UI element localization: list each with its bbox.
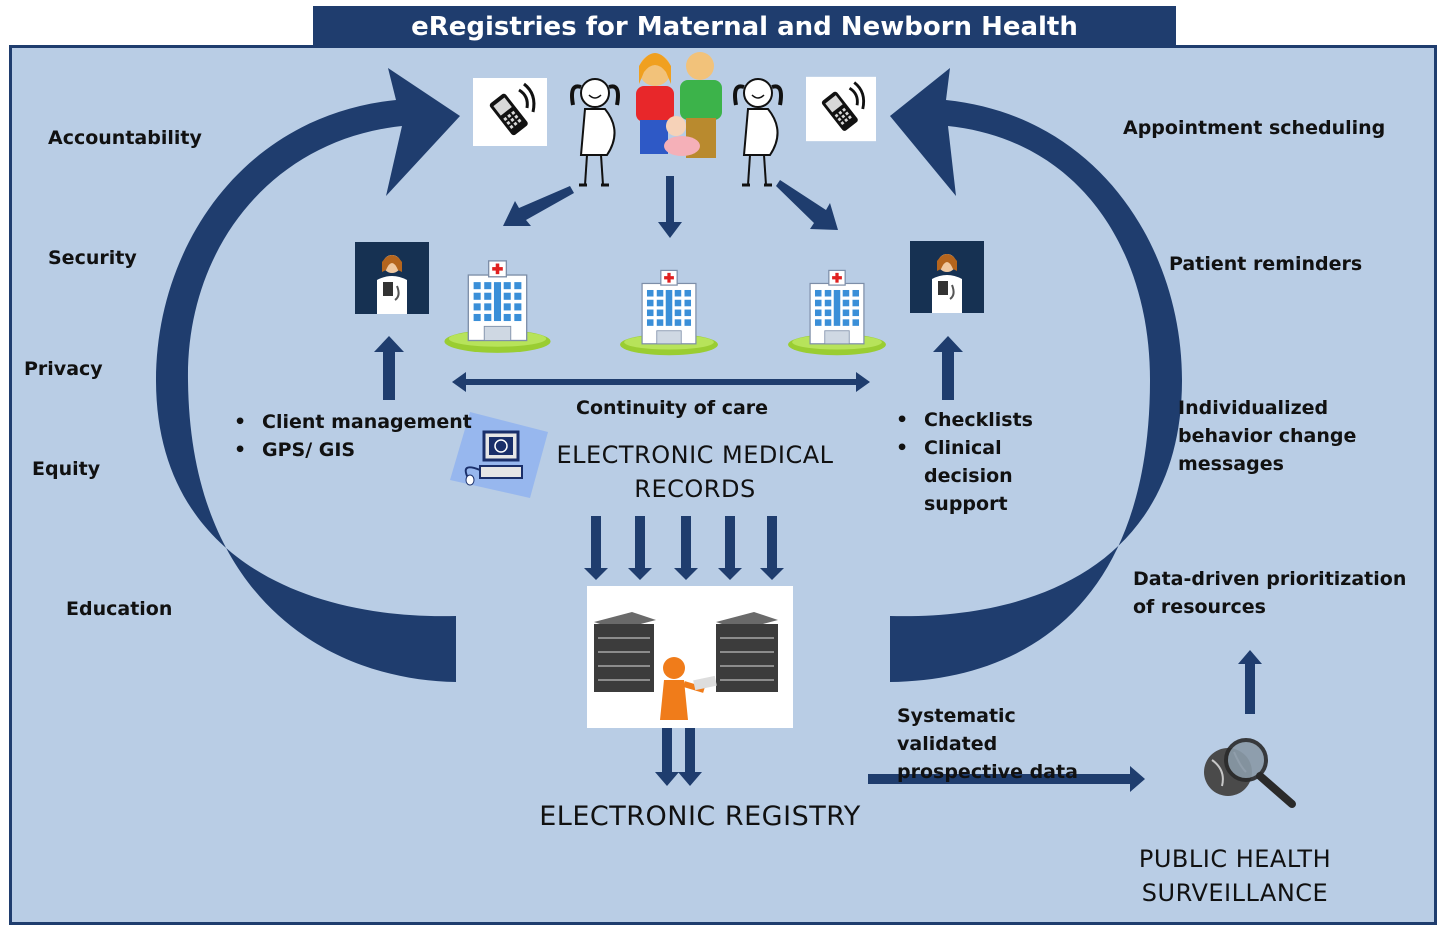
registry-label: ELECTRONIC REGISTRY bbox=[539, 801, 861, 832]
principle-accountability: Accountability bbox=[48, 127, 202, 149]
emr-left-bullets: Client management GPS/ GIS bbox=[234, 408, 472, 464]
emr-label: ELECTRONIC MEDICAL RECORDS bbox=[556, 441, 834, 503]
pregnant-woman-icon bbox=[570, 77, 620, 187]
principle-privacy: Privacy bbox=[24, 358, 103, 380]
server-room-icon bbox=[587, 586, 793, 728]
continuity-of-care-label: Continuity of care bbox=[576, 397, 769, 419]
principle-equity: Equity bbox=[32, 458, 101, 480]
bullet-client-management: Client management bbox=[234, 408, 472, 436]
bullet-checklists: Checklists bbox=[896, 406, 1096, 434]
server-rack-icon bbox=[594, 612, 656, 692]
mobile-phone-icon bbox=[473, 78, 547, 146]
family-icon bbox=[636, 52, 722, 158]
bullet-gps-gis: GPS/ GIS bbox=[234, 436, 472, 464]
function-behavior-messages: Individualized behavior change messages bbox=[1178, 397, 1357, 475]
principle-security: Security bbox=[48, 247, 137, 269]
function-appointment-scheduling: Appointment scheduling bbox=[1123, 117, 1386, 139]
doctor-icon bbox=[355, 240, 429, 316]
hospital-icon bbox=[619, 269, 719, 356]
pregnant-woman-icon bbox=[733, 77, 783, 187]
validated-data-label: Systematic validated prospective data bbox=[897, 705, 1078, 783]
left-cycle-arrow bbox=[156, 68, 460, 682]
hospital-icon bbox=[443, 260, 552, 354]
server-rack-icon bbox=[716, 612, 778, 692]
small-arrows bbox=[374, 176, 1262, 792]
mobile-phone-icon bbox=[806, 76, 876, 142]
diagram-title: eRegistries for Maternal and Newborn Hea… bbox=[313, 6, 1176, 47]
surveillance-label: PUBLIC HEALTH SURVEILLANCE bbox=[1138, 845, 1332, 907]
computer-icon bbox=[450, 412, 548, 498]
globe-magnifier-icon bbox=[1204, 738, 1296, 808]
principle-education: Education bbox=[66, 598, 173, 620]
analyst-figure-icon bbox=[660, 657, 717, 720]
emr-right-bullets: Checklists Clinical decision support bbox=[896, 406, 1096, 518]
hospital-icon bbox=[787, 269, 887, 356]
function-data-prioritization: Data-driven prioritization of resources bbox=[1133, 568, 1407, 618]
right-cycle-arrow bbox=[890, 68, 1182, 682]
doctor-icon bbox=[910, 239, 984, 315]
function-patient-reminders: Patient reminders bbox=[1169, 253, 1363, 275]
bullet-clinical-decision-support: Clinical decision support bbox=[896, 434, 1096, 518]
